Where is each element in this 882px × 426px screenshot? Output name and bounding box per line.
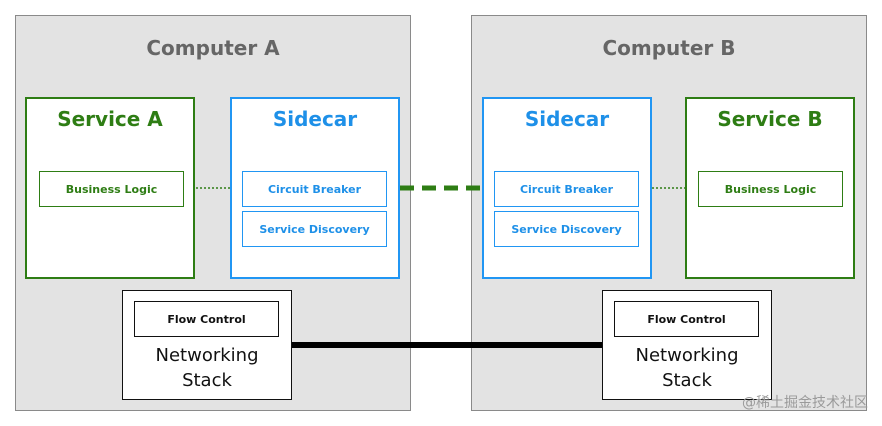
networking-b-line1: Networking (635, 345, 739, 366)
service-b-title: Service B (717, 107, 823, 131)
circuit-breaker-a: Circuit Breaker (242, 171, 387, 207)
flow-control-b: Flow Control (614, 301, 759, 337)
circuit-breaker-b: Circuit Breaker (494, 171, 639, 207)
business-logic-b: Business Logic (698, 171, 843, 207)
watermark: @稀土掘金技术社区 (742, 395, 868, 411)
sidecar-b-title: Sidecar (524, 107, 610, 131)
networking-a-line2: Stack (182, 370, 232, 391)
service-discovery-b: Service Discovery (494, 211, 639, 247)
networking-a-line1: Networking (155, 345, 259, 366)
computer-a-title: Computer A (146, 36, 280, 60)
service-a-title: Service A (57, 107, 163, 131)
flow-control-a: Flow Control (134, 301, 279, 337)
computer-b-title: Computer B (602, 36, 736, 60)
networking-b-line2: Stack (662, 370, 712, 391)
business-logic-a: Business Logic (39, 171, 184, 207)
sidecar-a-title: Sidecar (272, 107, 358, 131)
service-discovery-a: Service Discovery (242, 211, 387, 247)
